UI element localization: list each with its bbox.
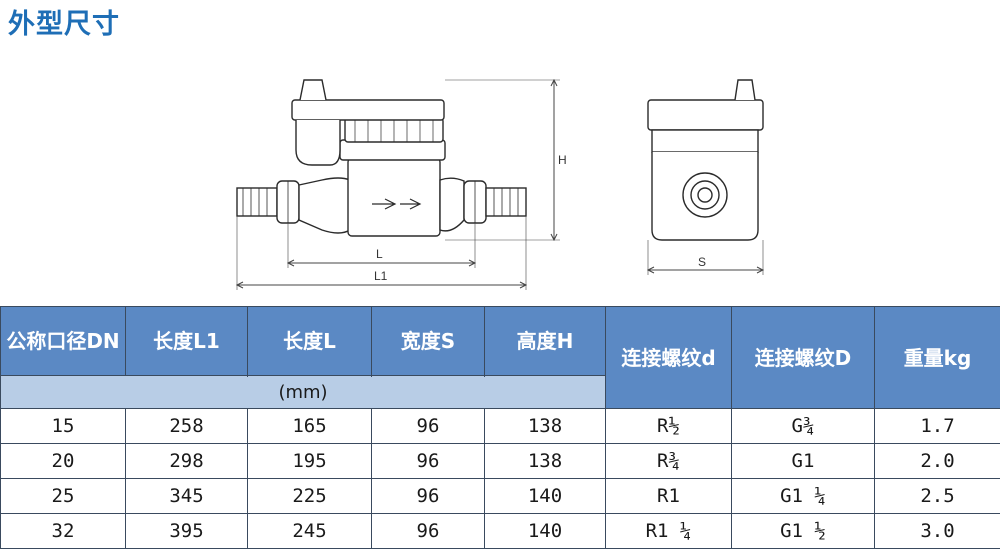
cell-l1: 395: [126, 514, 248, 549]
header-h: 高度H: [485, 307, 606, 376]
cell-s: 96: [372, 514, 485, 549]
dim-label-h: H: [558, 153, 567, 167]
cell-weight: 1.7: [875, 409, 1000, 444]
unit-label: (mm): [1, 376, 606, 409]
dim-label-l1: L1: [374, 269, 388, 283]
cell-s: 96: [372, 409, 485, 444]
cell-weight: 2.0: [875, 444, 1000, 479]
cell-d-small: R1 ¼: [606, 514, 732, 549]
front-view: [237, 80, 526, 236]
side-view: [648, 80, 763, 240]
cell-l: 225: [248, 479, 372, 514]
cell-d-big: G1 ¼: [732, 479, 875, 514]
header-l1: 长度L1: [126, 307, 248, 376]
cell-d-big: G1: [732, 444, 875, 479]
cell-d-small: R1: [606, 479, 732, 514]
cell-dn: 25: [1, 479, 126, 514]
cell-l1: 298: [126, 444, 248, 479]
cell-h: 140: [485, 514, 606, 549]
cell-l: 165: [248, 409, 372, 444]
header-s: 宽度S: [372, 307, 485, 376]
cell-dn: 15: [1, 409, 126, 444]
cell-dn: 20: [1, 444, 126, 479]
spec-table: 公称口径DN 长度L1 长度L 宽度S 高度H 连接螺纹d 连接螺纹D 重量kg…: [0, 306, 1000, 549]
cell-weight: 3.0: [875, 514, 1000, 549]
cell-l: 195: [248, 444, 372, 479]
dim-label-s: S: [698, 255, 706, 269]
cell-l1: 258: [126, 409, 248, 444]
cell-d-small: R¾: [606, 444, 732, 479]
cell-l1: 345: [126, 479, 248, 514]
cell-l: 245: [248, 514, 372, 549]
cell-d-small: R½: [606, 409, 732, 444]
cell-s: 96: [372, 479, 485, 514]
cell-h: 138: [485, 444, 606, 479]
cell-weight: 2.5: [875, 479, 1000, 514]
dimension-drawing: H L L1 S: [0, 0, 1000, 300]
cell-h: 140: [485, 479, 606, 514]
header-weight: 重量kg: [875, 307, 1000, 409]
header-thread-d-big: 连接螺纹D: [732, 307, 875, 409]
header-dn: 公称口径DN: [1, 307, 126, 376]
cell-h: 138: [485, 409, 606, 444]
header-thread-d-small: 连接螺纹d: [606, 307, 732, 409]
dim-label-l: L: [376, 247, 383, 261]
cell-d-big: G1 ½: [732, 514, 875, 549]
header-l: 长度L: [248, 307, 372, 376]
cell-d-big: G¾: [732, 409, 875, 444]
cell-dn: 32: [1, 514, 126, 549]
header-row: 公称口径DN 长度L1 长度L 宽度S 高度H 连接螺纹d 连接螺纹D 重量kg: [1, 307, 1000, 376]
cell-s: 96: [372, 444, 485, 479]
